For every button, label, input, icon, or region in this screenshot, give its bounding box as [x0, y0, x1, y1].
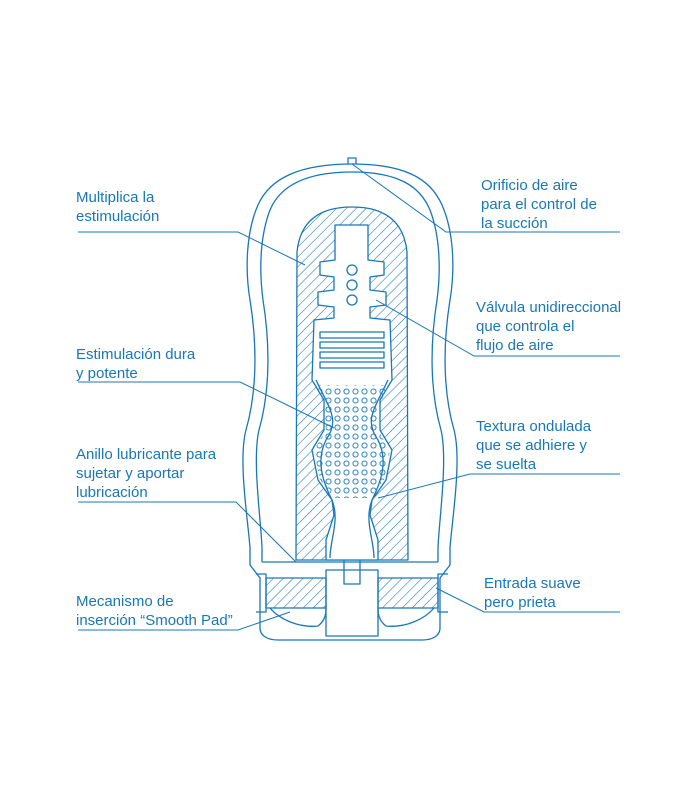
entrance-slot	[343, 560, 361, 585]
canal-wall	[315, 379, 336, 559]
base-rim	[256, 573, 267, 613]
leader-ring	[78, 501, 297, 563]
leader-hard	[78, 381, 335, 429]
outer-casing	[242, 163, 458, 641]
valve-hole	[346, 294, 358, 306]
leader-valve	[375, 299, 620, 357]
leader-smooth-pad	[78, 611, 291, 631]
label-air-hole: Orificio de aire para el control de la s…	[481, 177, 597, 232]
inner-casing-wall	[255, 171, 445, 562]
label-smooth-pad: Mecanismo de inserción “Smooth Pad”	[76, 593, 233, 629]
dotted-texture	[314, 385, 390, 498]
rib-band	[319, 341, 385, 349]
label-entrance: Entrada suave pero prieta	[484, 575, 581, 611]
label-valve: Válvula unidireccional que controla el f…	[476, 299, 622, 354]
rib-band	[319, 331, 385, 339]
valve-hole	[346, 279, 358, 291]
leader-entrance	[435, 587, 620, 613]
label-multiplies: Multiplica la estimulación	[76, 189, 160, 225]
canal-wall	[368, 379, 389, 559]
label-hard: Estimulación dura y potente	[76, 346, 196, 382]
smooth-pad	[269, 607, 327, 627]
base-rim	[437, 573, 448, 613]
entrance-cup	[325, 569, 379, 637]
leader-multiplies	[78, 231, 306, 266]
smooth-pad	[377, 607, 435, 627]
leader-wavy	[377, 473, 620, 499]
rib-band	[319, 361, 385, 369]
leader-air-hole	[351, 163, 620, 233]
valve-hole	[346, 264, 358, 276]
label-ring: Anillo lubricante para sujetar y aportar…	[76, 446, 217, 501]
lubricant-ring	[377, 577, 439, 609]
lubricant-ring	[265, 577, 327, 609]
label-wavy: Textura ondulada que se adhiere y se sue…	[476, 418, 592, 473]
air-hole	[347, 157, 357, 164]
rib-band	[319, 351, 385, 359]
